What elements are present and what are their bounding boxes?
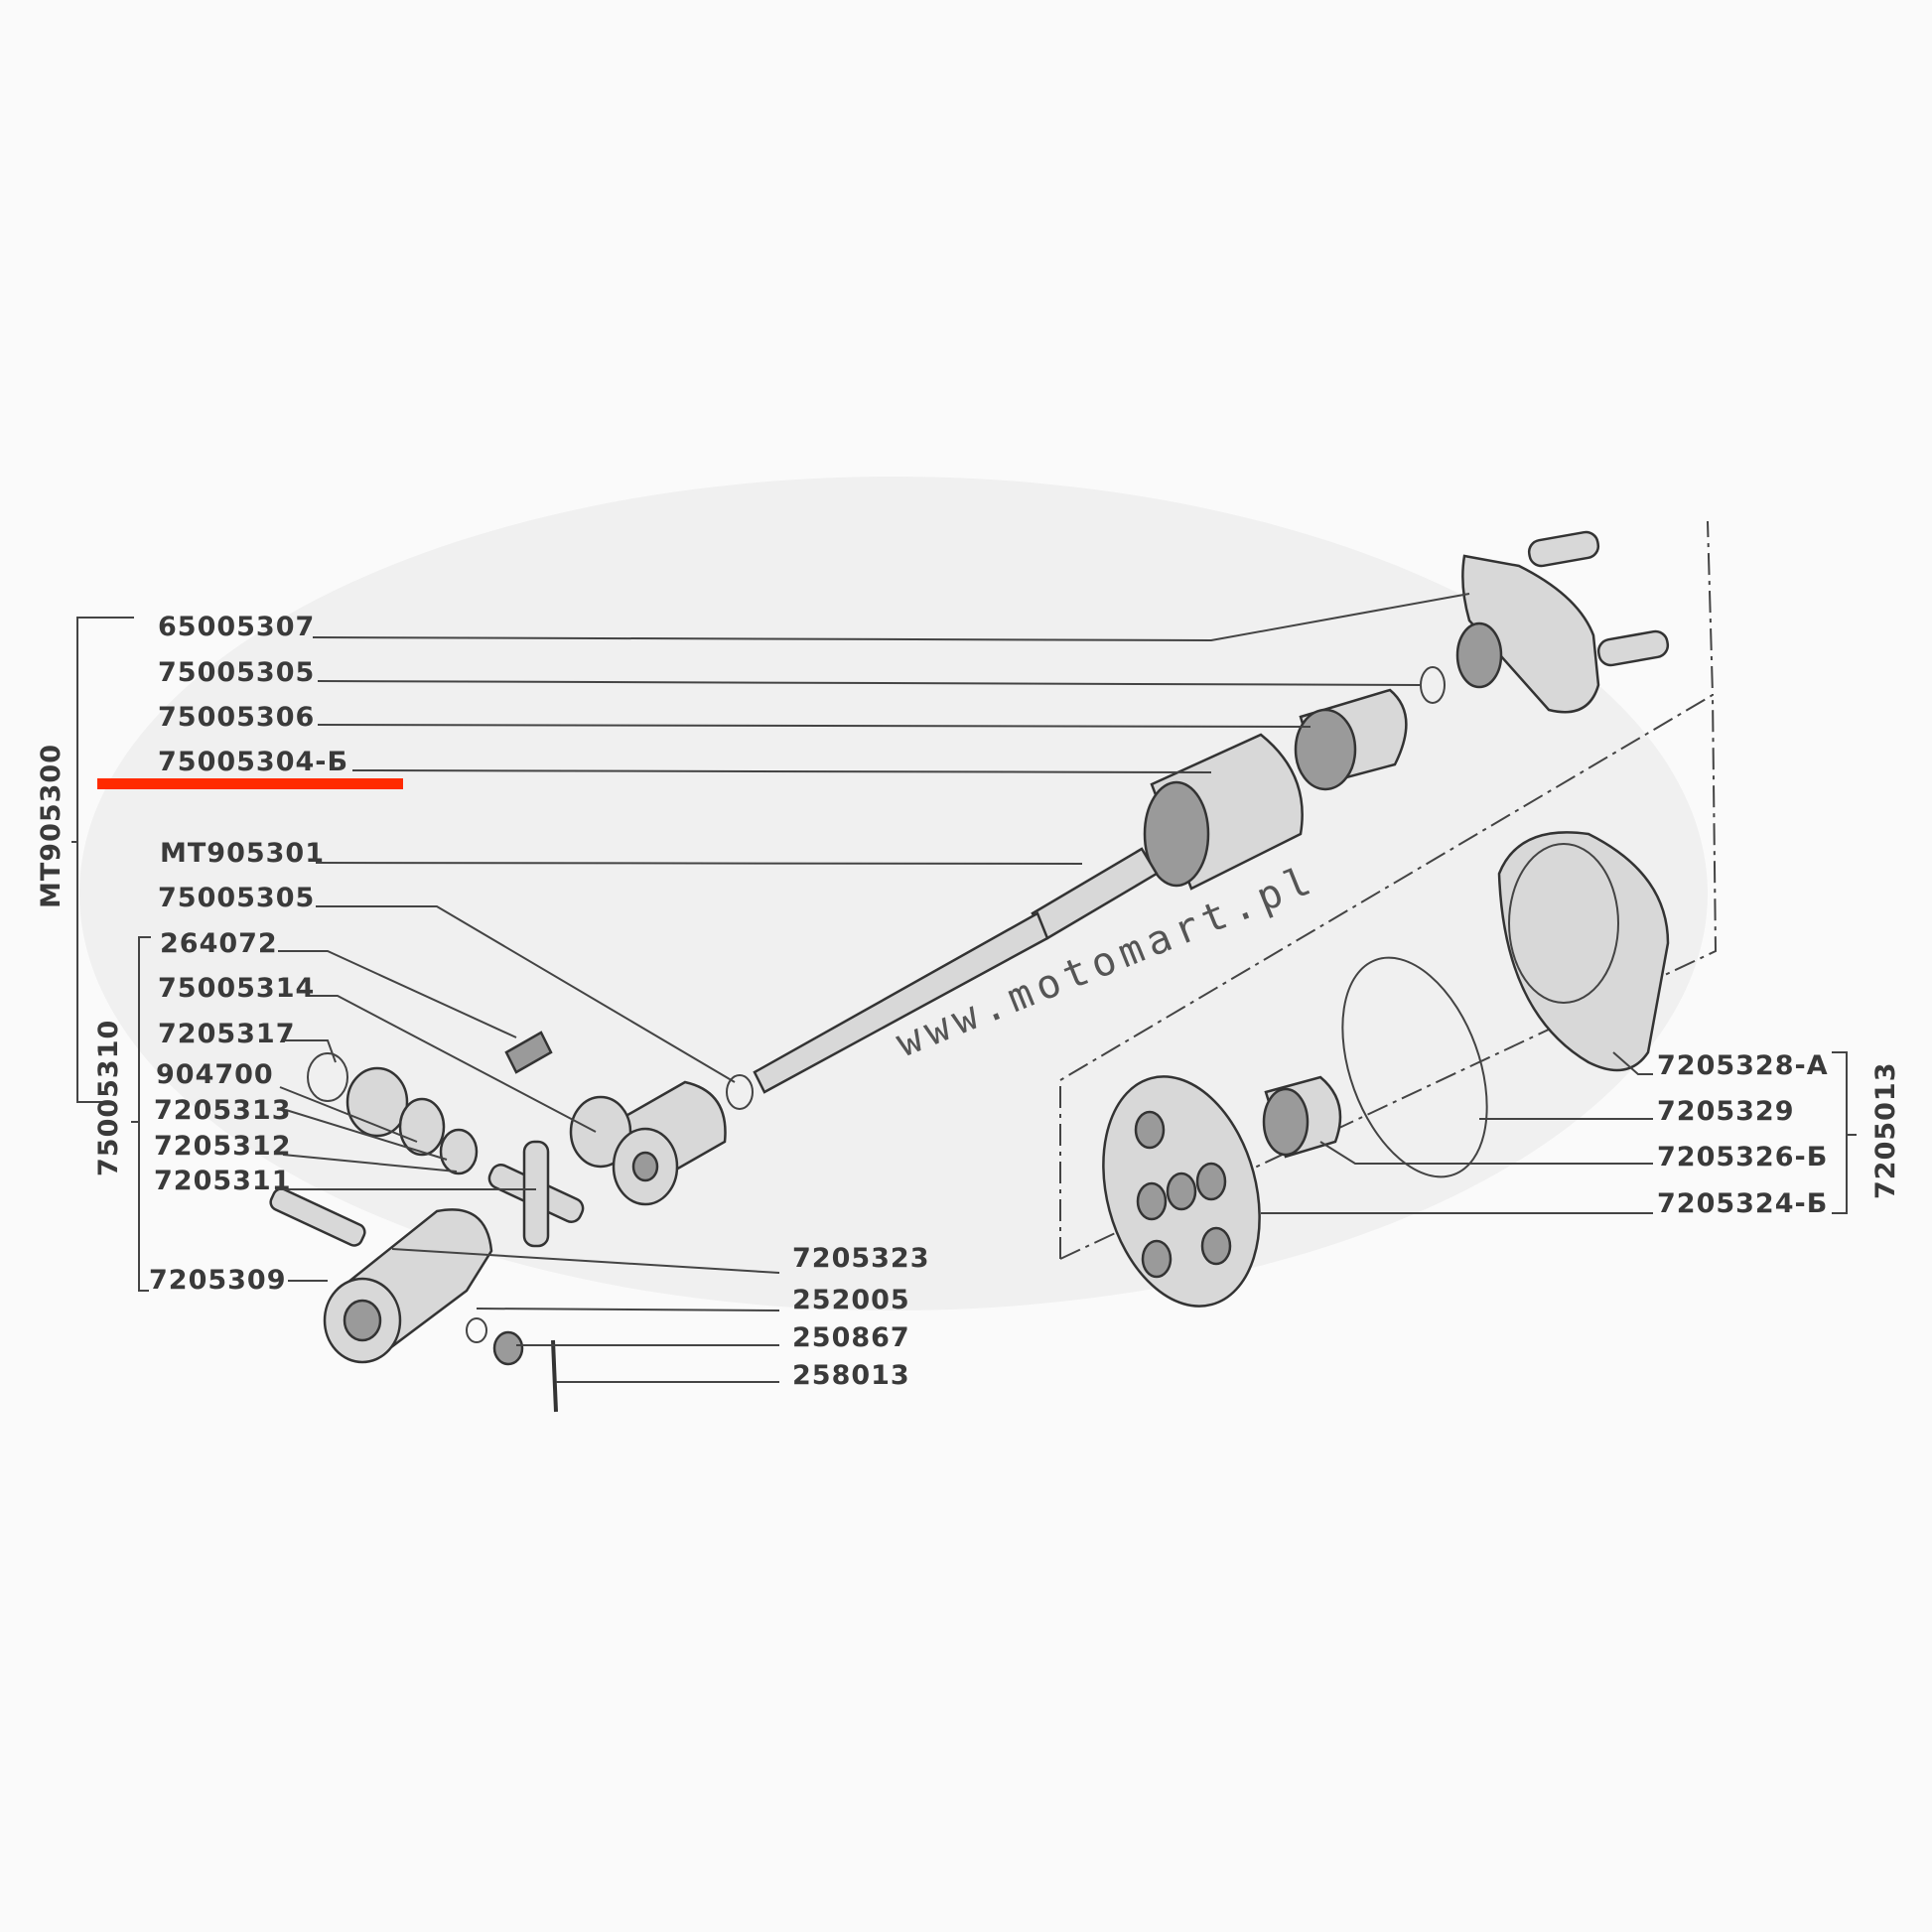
nut-part — [492, 1330, 524, 1366]
assembly-label-mt905300: MT905300 — [36, 744, 67, 908]
bracket-7205013 — [1832, 1051, 1848, 1214]
part-label: 75005314 — [158, 973, 315, 1004]
part-label: 904700 — [156, 1059, 274, 1090]
part-label: 7205317 — [158, 1019, 296, 1049]
grease-nipple-part — [504, 1031, 553, 1074]
part-label: 258013 — [792, 1360, 910, 1391]
part-label: 7205328-А — [1657, 1050, 1829, 1081]
part-label: 7205326-Б — [1657, 1142, 1828, 1173]
cone-part — [1294, 688, 1408, 791]
part-label: 75005305 — [158, 657, 315, 688]
bracket-75005310 — [138, 936, 151, 1292]
part-label: 65005307 — [158, 612, 315, 642]
fork-yoke-part — [323, 1208, 493, 1364]
background-shade — [79, 477, 1708, 1311]
dashed-frame — [1059, 520, 1718, 1260]
cotter-pin-part — [551, 1339, 558, 1413]
assembly-label-7205013: 7205013 — [1870, 1061, 1901, 1199]
leader-lines — [278, 593, 1653, 1383]
part-label: 7205312 — [154, 1131, 292, 1162]
part-label: 7205323 — [792, 1243, 930, 1274]
yoke-part — [569, 1080, 727, 1206]
rubber-disk-part — [1102, 1075, 1261, 1308]
part-label: 252005 — [792, 1285, 910, 1315]
outer-ring-part — [1497, 831, 1670, 1072]
o-ring-part — [726, 1074, 754, 1110]
snap-ring-part — [1420, 666, 1446, 704]
pin-part — [269, 1187, 366, 1247]
splined-shaft-part — [753, 847, 1159, 1094]
part-label: 7205324-Б — [1657, 1188, 1828, 1219]
cross-part — [487, 1140, 585, 1248]
bracket-mt905300 — [76, 617, 134, 1103]
part-label: 75005306 — [158, 702, 315, 733]
part-label: 75005305 — [158, 883, 315, 913]
flange-part — [1455, 530, 1670, 714]
part-label: 264072 — [160, 928, 278, 959]
highlight-underline — [97, 778, 403, 789]
part-label-highlighted: 75005304-Б — [158, 747, 348, 777]
part-label: 7205311 — [154, 1166, 292, 1196]
part-label: 7205309 — [149, 1265, 287, 1296]
bearing-parts — [307, 1052, 479, 1175]
part-label: 7205313 — [154, 1095, 292, 1126]
snap-ring-large-part — [1341, 956, 1488, 1178]
washer-part — [466, 1317, 487, 1343]
part-label: MT905301 — [160, 838, 325, 869]
assembly-label-75005310: 75005310 — [93, 1020, 124, 1176]
part-label: 7205329 — [1657, 1096, 1795, 1127]
part-label: 250867 — [792, 1322, 910, 1353]
bushing-part — [1262, 1075, 1342, 1159]
